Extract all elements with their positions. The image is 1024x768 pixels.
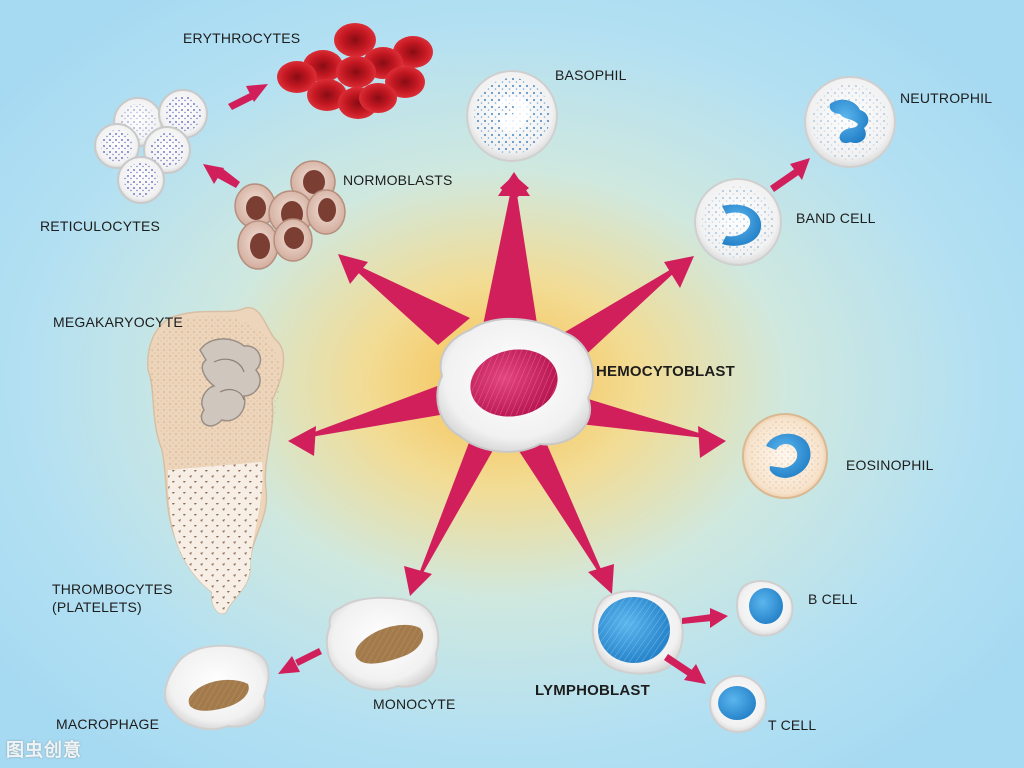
arrow-to-lymphoblast	[515, 440, 610, 590]
normoblasts-cluster	[234, 160, 346, 270]
label-erythrocytes: ERYTHROCYTES	[183, 30, 301, 46]
arrow-to-basophil	[482, 175, 538, 330]
lineage-arrows-erythroid	[203, 84, 268, 188]
label-t-cell: T CELL	[768, 717, 817, 733]
monocyte-cell	[325, 596, 440, 691]
arrow-monocyte-to-macrophage	[278, 648, 322, 674]
eosinophil-cell	[742, 413, 828, 499]
band-cell	[694, 178, 782, 266]
arrow-to-band-cell	[560, 258, 690, 362]
label-eosinophil: EOSINOPHIL	[846, 457, 934, 473]
arrow-to-megakaryocyte	[293, 385, 440, 440]
arrow-to-eosinophil	[580, 398, 722, 440]
lymphoblast-cell	[591, 590, 684, 675]
arrow-to-monocyte	[412, 440, 496, 592]
hemocytoblast-cell	[436, 317, 595, 453]
neutrophil-cell	[804, 76, 896, 168]
b-cell	[736, 580, 794, 637]
label-basophil: BASOPHIL	[555, 67, 627, 83]
label-reticulocytes: RETICULOCYTES	[40, 218, 161, 234]
label-neutrophil: NEUTROPHIL	[900, 90, 993, 106]
t-cell	[709, 675, 767, 733]
label-monocyte: MONOCYTE	[373, 696, 456, 712]
reticulocytes-cluster	[94, 89, 208, 204]
arrow-band-to-neutrophil	[770, 158, 810, 192]
label-b-cell: B CELL	[808, 591, 858, 607]
watermark-text: 图虫创意	[6, 740, 82, 761]
lineage-arrows-lymphoid	[664, 608, 728, 684]
arrow-to-normoblasts	[342, 258, 470, 345]
label-thrombocytes: THROMBOCYTES (PLATELETS)	[52, 580, 173, 616]
basophil-cell	[466, 70, 558, 162]
label-thrombocytes-line2: (PLATELETS)	[52, 599, 142, 615]
label-thrombocytes-line1: THROMBOCYTES	[52, 581, 173, 597]
star-arrows	[293, 175, 722, 592]
megakaryocyte-cell	[147, 307, 285, 615]
erythrocytes-cluster	[277, 23, 433, 119]
label-lymphoblast: LYMPHOBLAST	[535, 682, 650, 699]
macrophage-cell	[164, 644, 270, 731]
label-megakaryocyte: MEGAKARYOCYTE	[53, 314, 183, 330]
label-band-cell: BAND CELL	[796, 210, 876, 226]
label-hemocytoblast: HEMOCYTOBLAST	[596, 363, 735, 380]
label-macrophage: MACROPHAGE	[56, 716, 160, 732]
label-normoblasts: NORMOBLASTS	[343, 172, 453, 188]
